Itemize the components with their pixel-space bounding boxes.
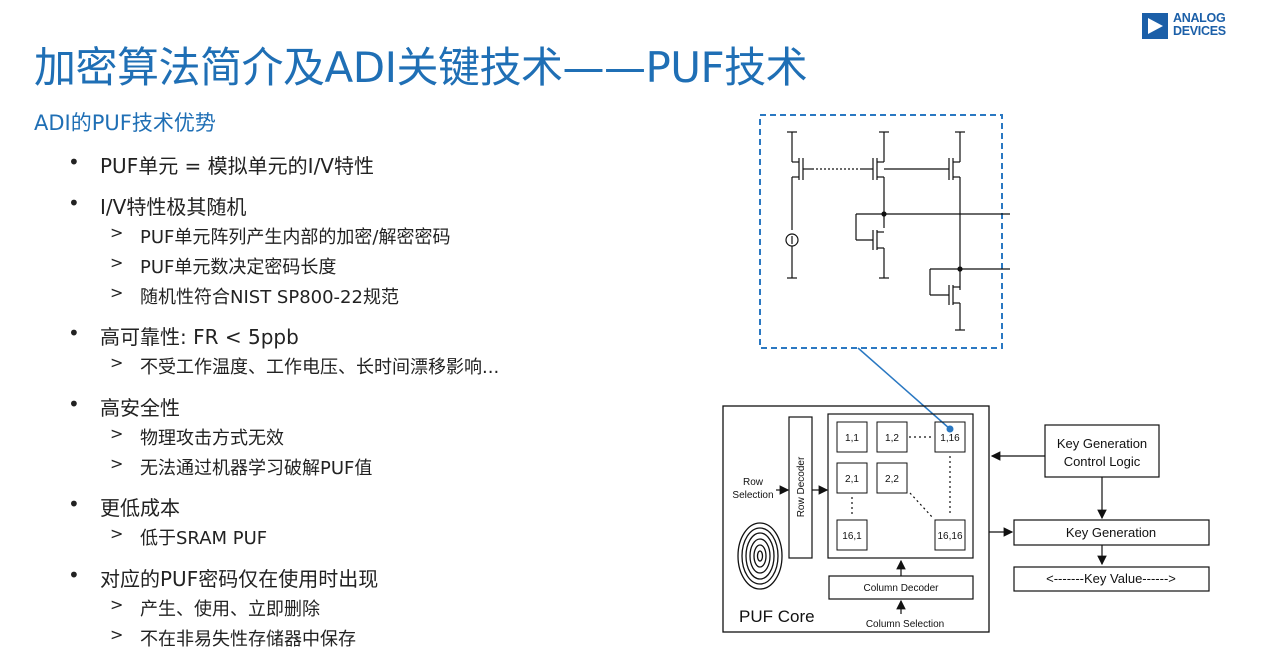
cell-label: 2,2: [885, 474, 899, 485]
cell-array-box: [827, 413, 974, 559]
sub-bullet-item: > 无法通过机器学习破解PUF值: [110, 454, 373, 480]
bullet-item: • 更低成本: [68, 492, 180, 521]
key-generation-label: Key Generation: [1066, 525, 1156, 540]
bullet-dot: •: [68, 492, 80, 516]
sub-bullet-text: 产生、使用、立即删除: [140, 599, 320, 620]
circuit-callout-box: [759, 114, 1003, 349]
keygen-control-label-2: Control Logic: [1064, 454, 1141, 469]
bullet-list: • PUF单元 = 模拟单元的I/V特性 • I/V特性极其随机 > PUF单元…: [68, 150, 500, 651]
sub-bullet-item: > 低于SRAM PUF: [110, 524, 268, 550]
sub-bullet-item: > PUF单元数决定密码长度: [110, 253, 337, 279]
sub-bullet-marker: >: [110, 524, 124, 543]
bullet-text: I/V特性极其随机: [100, 195, 247, 219]
sub-bullet-item: > 物理攻击方式无效: [110, 424, 284, 450]
key-value-label: <-------Key Value------>: [1046, 571, 1176, 586]
cell-label: 1,16: [940, 433, 960, 444]
puf-cell: [836, 421, 868, 453]
bullet-dot: •: [68, 563, 80, 587]
cell-label: 16,16: [937, 531, 962, 542]
puf-core-label: PUF Core: [739, 607, 815, 626]
sub-bullet-marker: >: [110, 424, 124, 443]
puf-core-box: [722, 405, 990, 633]
keygen-control-label-1: Key Generation: [1057, 436, 1147, 451]
puf-cell: [836, 462, 868, 494]
sub-bullet-marker: >: [110, 353, 124, 372]
column-decoder-label: Column Decoder: [863, 583, 939, 594]
cell-label: 1,2: [885, 433, 899, 444]
column-selection-label: Column Selection: [866, 619, 944, 630]
sub-bullet-text: 无法通过机器学习破解PUF值: [140, 458, 373, 479]
sub-bullet-text: PUF单元阵列产生内部的加密/解密密码: [140, 227, 451, 248]
sub-bullet-item: > 随机性符合NIST SP800-22规范: [110, 283, 399, 309]
bullet-text: PUF单元 = 模拟单元的I/V特性: [100, 154, 374, 178]
bullet-text: 高可靠性: FR < 5ppb: [100, 325, 299, 349]
sub-bullet-text: 不在非易失性存储器中保存: [140, 629, 356, 650]
sub-bullet-text: 物理攻击方式无效: [140, 428, 284, 449]
callout-anchor: [946, 425, 954, 433]
puf-cell: [934, 421, 966, 453]
puf-cell: [876, 421, 908, 453]
puf-cell: [876, 462, 908, 494]
row-selection-label-1: Row: [743, 477, 764, 488]
sub-bullet-text: 低于SRAM PUF: [140, 528, 268, 549]
key-value-box: [1013, 566, 1210, 592]
sub-bullet-text: PUF单元数决定密码长度: [140, 257, 337, 278]
bullet-dot: •: [68, 150, 80, 174]
puf-cell: [934, 519, 966, 551]
bullet-item: • 对应的PUF密码仅在使用时出现: [68, 563, 379, 592]
bullet-item: • 高安全性: [68, 392, 180, 421]
row-decoder-label: Row Decoder: [796, 456, 807, 517]
bullet-text: 高安全性: [100, 396, 180, 420]
sub-bullet-item: > 不受工作温度、工作电压、长时间漂移影响...: [110, 353, 500, 379]
callout-connector: [857, 347, 951, 430]
bullet-text: 更低成本: [100, 496, 180, 520]
bullet-text: 对应的PUF密码仅在使用时出现: [100, 567, 379, 591]
transistor-schematic: [785, 131, 1010, 331]
bullet-item: • I/V特性极其随机: [68, 191, 247, 220]
bullet-dot: •: [68, 321, 80, 345]
sub-bullet-marker: >: [110, 595, 124, 614]
row-selection-label-2: Selection: [732, 490, 773, 501]
cell-label: 16,1: [842, 531, 862, 542]
key-generation-box: [1013, 519, 1210, 546]
bullet-dot: •: [68, 191, 80, 215]
logo-line-1: ANALOG: [1173, 11, 1226, 25]
sub-bullet-text: 不受工作温度、工作电压、长时间漂移影响...: [140, 357, 500, 378]
row-decoder-box: [788, 416, 813, 559]
sub-bullet-marker: >: [110, 625, 124, 644]
sub-bullet-marker: >: [110, 253, 124, 272]
logo-line-2: DEVICES: [1173, 24, 1226, 38]
sub-bullet-item: > 不在非易失性存储器中保存: [110, 625, 356, 651]
ellipsis-dots: [851, 436, 951, 519]
analog-devices-logo: ANALOG DEVICES: [1142, 12, 1252, 42]
bullet-dot: •: [68, 392, 80, 416]
sub-bullet-marker: >: [110, 223, 124, 242]
adi-logo-icon: [1142, 13, 1168, 39]
cell-label: 1,1: [845, 433, 859, 444]
keygen-control-box: [1044, 424, 1160, 478]
page-title: 加密算法简介及ADI关键技术——PUF技术: [34, 43, 808, 92]
sub-bullet-text: 随机性符合NIST SP800-22规范: [140, 287, 399, 308]
sub-bullet-item: > 产生、使用、立即删除: [110, 595, 320, 621]
sub-bullet-marker: >: [110, 283, 124, 302]
bullet-item: • PUF单元 = 模拟单元的I/V特性: [68, 150, 374, 179]
section-subtitle: ADI的PUF技术优势: [34, 111, 216, 135]
bullet-item: • 高可靠性: FR < 5ppb: [68, 321, 299, 350]
sub-bullet-item: > PUF单元阵列产生内部的加密/解密密码: [110, 223, 451, 249]
cell-label: 2,1: [845, 474, 859, 485]
fingerprint-icon: [737, 522, 783, 590]
sub-bullet-marker: >: [110, 454, 124, 473]
puf-cell: [836, 519, 868, 551]
